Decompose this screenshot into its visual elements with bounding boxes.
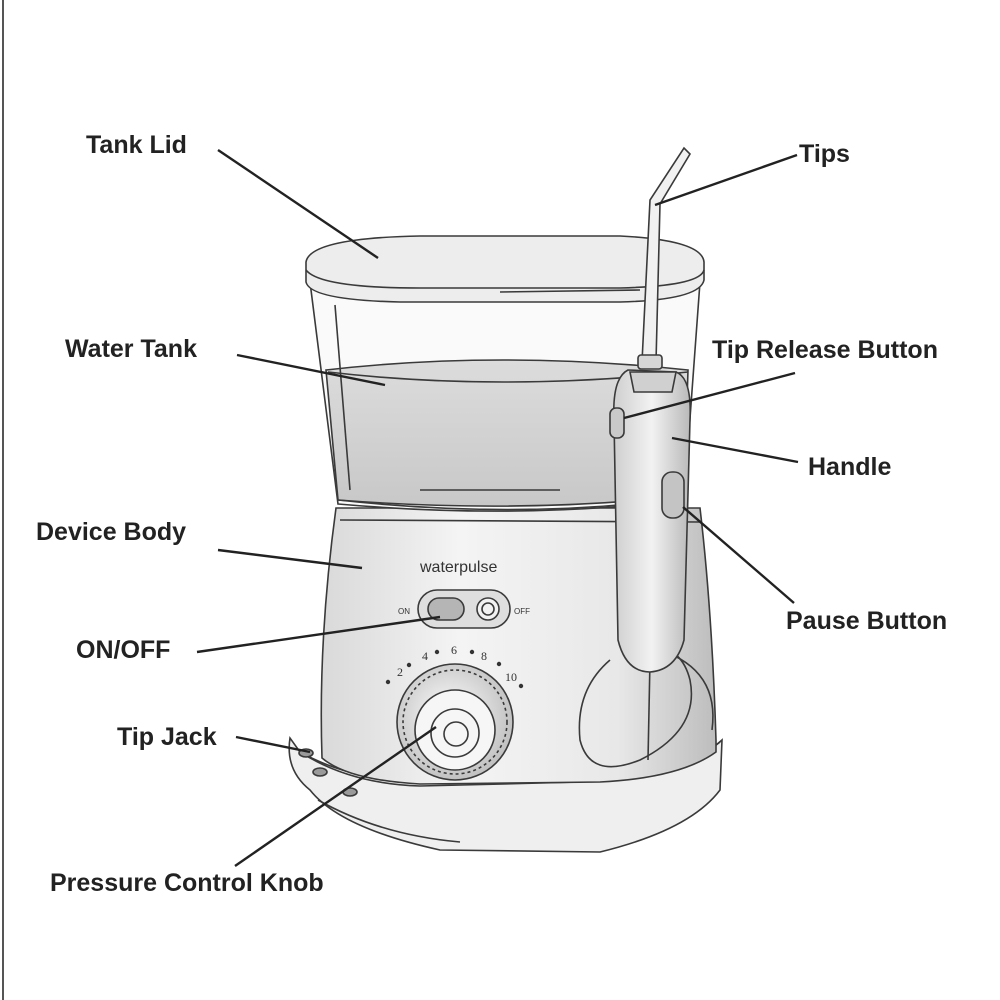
tip-release-button-leader — [623, 371, 796, 420]
label-tip-release-button: Tip Release Button — [712, 336, 938, 364]
brand-logo: waterpulse — [419, 559, 497, 576]
water-tank-leader — [236, 353, 386, 387]
label-pause-button: Pause Button — [786, 607, 947, 635]
tip-jack-leader — [235, 735, 311, 754]
tip-shape — [637, 146, 692, 370]
dial-mark-4: 4 — [422, 649, 428, 663]
label-tip-jack: Tip Jack — [117, 723, 217, 751]
on-off-leader — [196, 615, 441, 654]
label-device-body: Device Body — [36, 518, 186, 546]
leader-lines — [196, 149, 799, 867]
dial-mark-6: 6 — [451, 643, 457, 657]
pause-button-leader — [682, 506, 795, 604]
label-pressure-control-knob: Pressure Control Knob — [50, 869, 324, 897]
label-on-off: ON/OFF — [76, 636, 170, 664]
dial-scale: 2 4 6 8 10 — [385, 643, 524, 689]
tank-lid-leader — [217, 149, 379, 259]
switch-off-label: OFF — [514, 607, 530, 616]
on-off-switch[interactable] — [417, 589, 511, 629]
device-illustration: waterpulse ON OFF 2 4 6 8 10 — [288, 146, 723, 853]
dial-mark-10: 10 — [505, 670, 517, 684]
pressure-control-knob[interactable] — [396, 663, 514, 781]
label-handle: Handle — [808, 453, 891, 481]
label-water-tank: Water Tank — [65, 335, 197, 363]
label-tank-lid: Tank Lid — [86, 131, 187, 159]
handle-leader — [671, 436, 799, 464]
tank-lid-shape — [305, 235, 705, 303]
callout-labels: Tank Lid Tips Water Tank Tip Release But… — [36, 131, 947, 897]
dial-mark-8: 8 — [481, 649, 487, 663]
pause-button-shape[interactable] — [661, 471, 685, 519]
tip-release-button-shape[interactable] — [609, 407, 625, 439]
device-body-leader — [217, 548, 363, 570]
label-tips: Tips — [799, 140, 850, 168]
handle-shape — [609, 369, 692, 673]
switch-on-label: ON — [398, 607, 410, 616]
tips-leader — [654, 153, 798, 207]
dial-mark-2: 2 — [397, 665, 403, 679]
pressure-control-knob-leader — [234, 726, 437, 867]
